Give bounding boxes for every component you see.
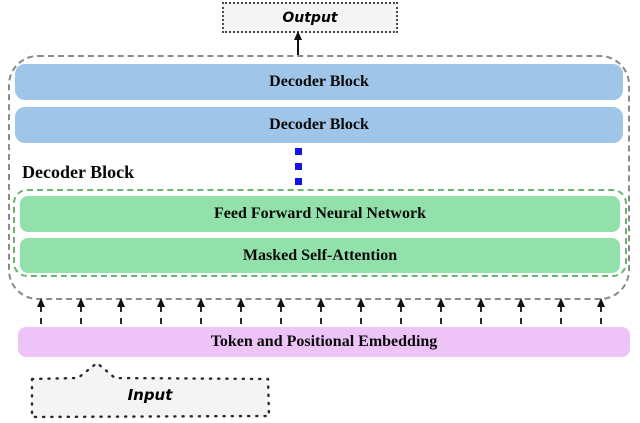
feed-forward-layer-bar: Feed Forward Neural Network <box>20 196 620 232</box>
dashed-up-arrow <box>77 298 85 324</box>
dashed-up-arrow <box>397 298 405 324</box>
dashed-up-arrow <box>477 298 485 324</box>
ellipsis-dot <box>295 148 302 155</box>
expanded-decoder-block-label: Decoder Block <box>22 162 135 182</box>
vertical-ellipsis-icon <box>295 148 302 185</box>
dashed-up-arrow <box>597 298 605 324</box>
dashed-up-arrow <box>437 298 445 324</box>
input-arrows <box>0 298 640 326</box>
dashed-up-arrow <box>357 298 365 324</box>
dashed-up-arrow <box>277 298 285 324</box>
ellipsis-dot <box>295 163 302 170</box>
masked-self-attention-layer-bar: Masked Self-Attention <box>20 238 620 273</box>
dashed-up-arrow <box>157 298 165 324</box>
token-positional-embedding-bar: Token and Positional Embedding <box>18 327 630 357</box>
dashed-up-arrow <box>237 298 245 324</box>
output-box: Output <box>222 2 398 33</box>
output-label: Output <box>282 9 338 26</box>
decoder-block-bar: Decoder Block <box>15 64 623 100</box>
dashed-up-arrow <box>517 298 525 324</box>
dashed-up-arrow <box>37 298 45 324</box>
dashed-up-arrow <box>557 298 565 324</box>
ellipsis-dot <box>295 178 302 185</box>
output-arrow <box>294 31 302 56</box>
dashed-up-arrow <box>197 298 205 324</box>
input-label: Input <box>127 386 173 404</box>
input-bubble <box>30 361 271 419</box>
dashed-up-arrow <box>317 298 325 324</box>
dashed-up-arrow <box>117 298 125 324</box>
input-bubble-outline <box>30 361 271 419</box>
decoder-block-bar: Decoder Block <box>15 107 623 143</box>
